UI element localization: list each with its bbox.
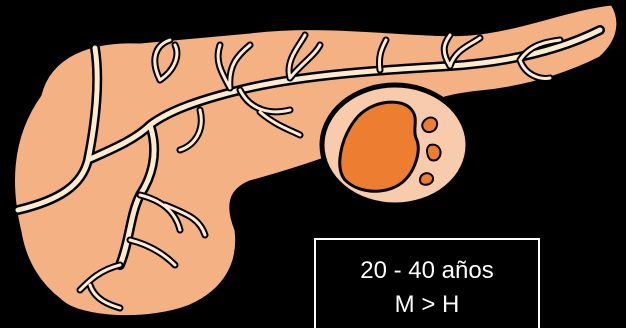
age-range-text: 20 - 40 años bbox=[316, 254, 538, 288]
epidemiology-label-box: 20 - 40 años M > H bbox=[314, 238, 540, 328]
tumor-satellite-nodule bbox=[420, 173, 433, 185]
sex-ratio-text: M > H bbox=[316, 288, 538, 322]
tumor-mass bbox=[322, 85, 468, 205]
tumor-satellite-nodule bbox=[422, 118, 437, 133]
tumor-satellite-nodule bbox=[427, 145, 441, 161]
